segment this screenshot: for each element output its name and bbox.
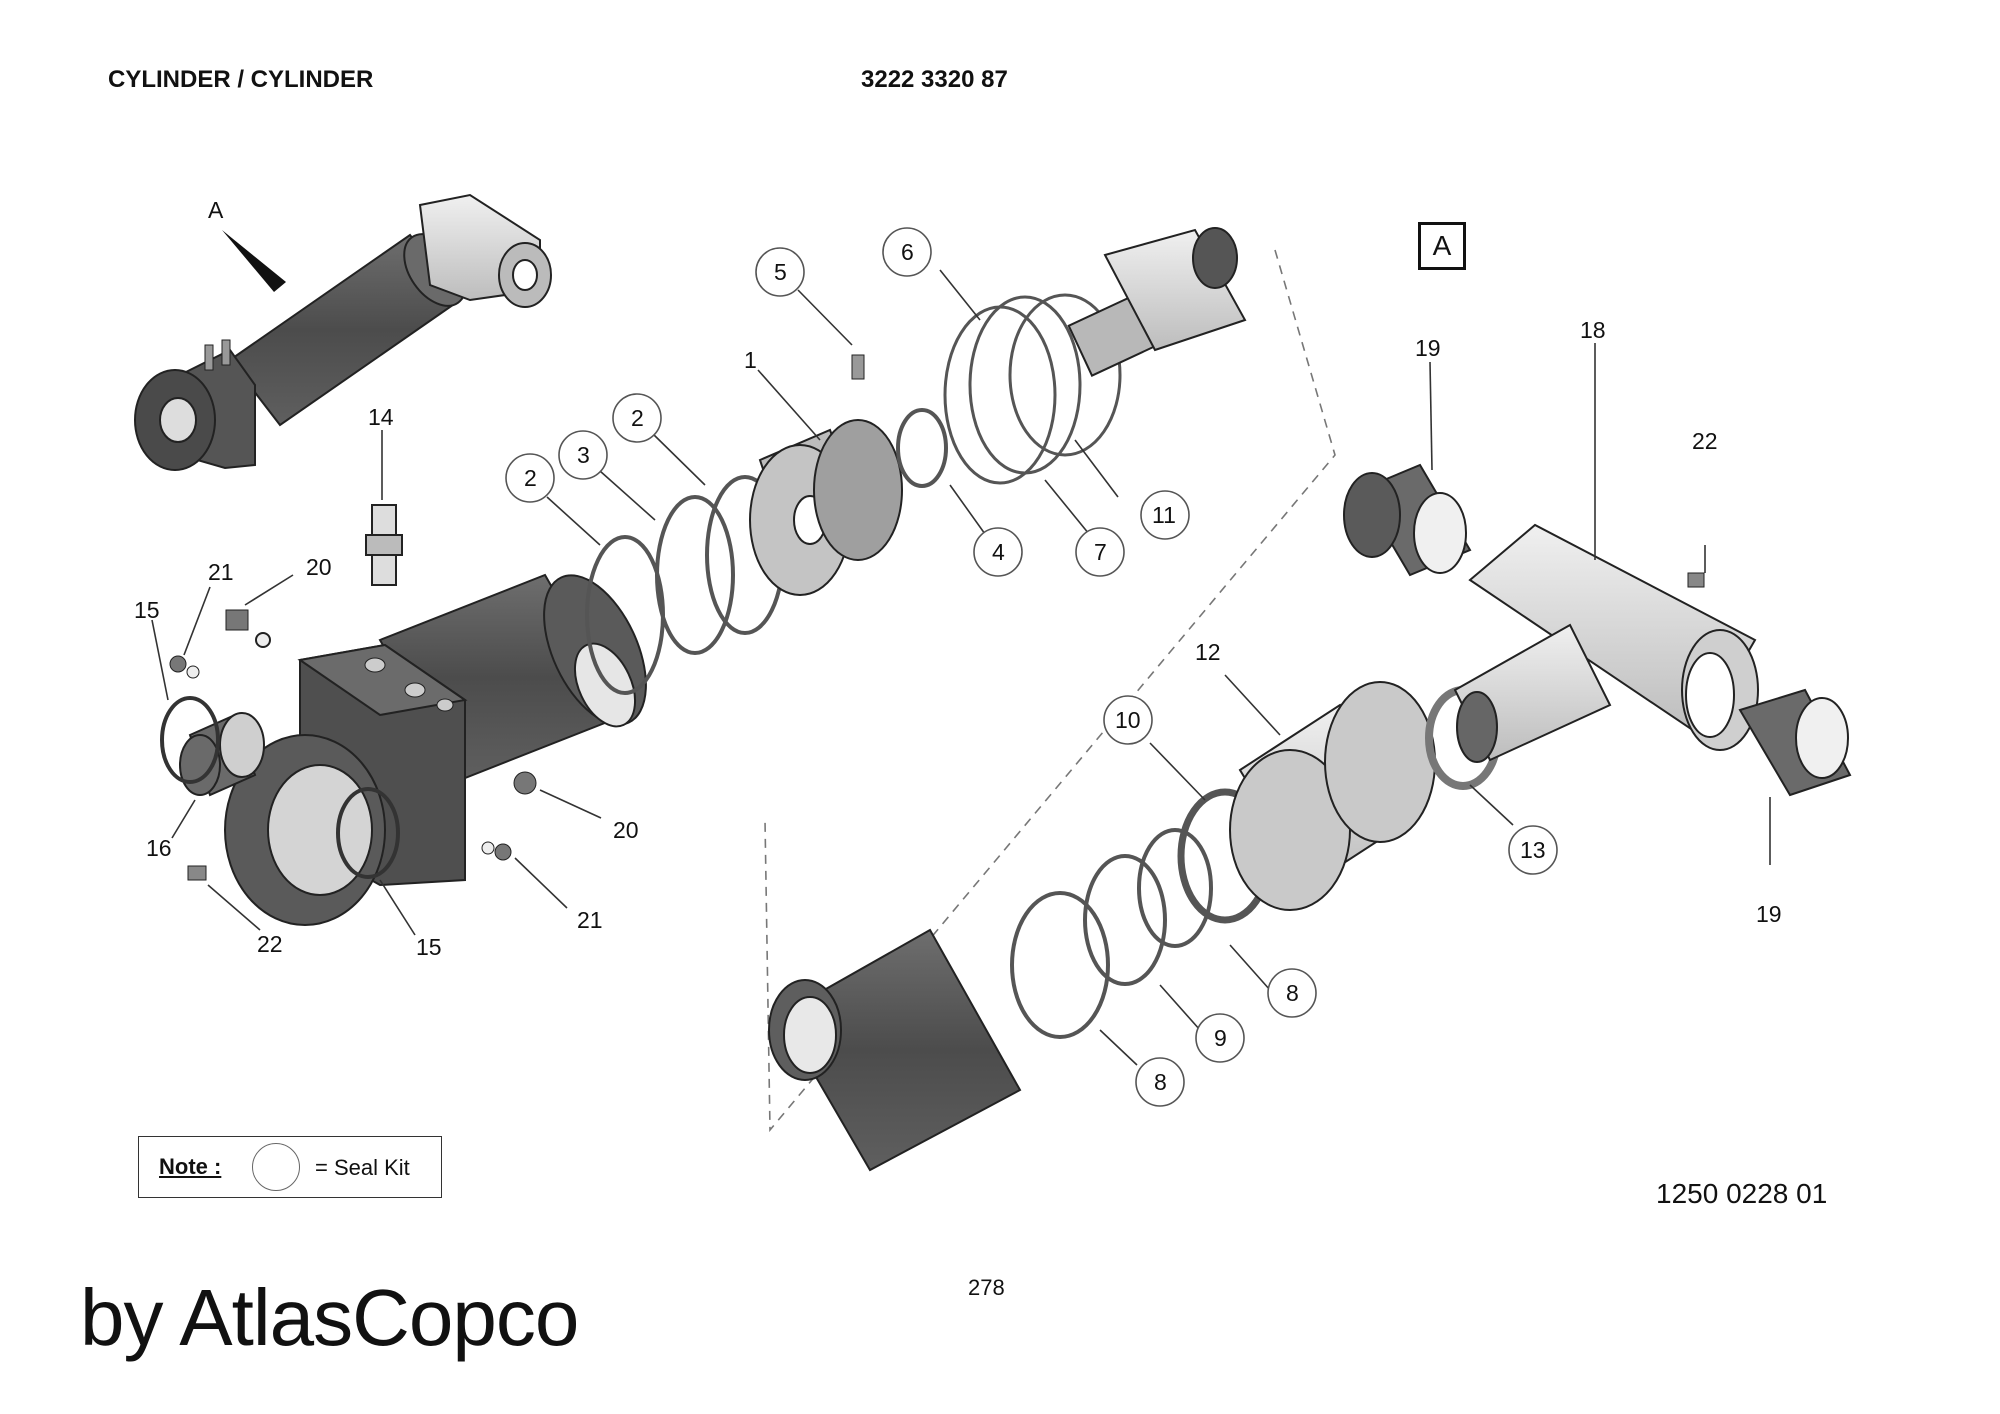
assembled-cylinder — [134, 193, 552, 471]
callout-11: 11 — [1152, 502, 1176, 528]
view-marker-a: A — [208, 197, 224, 223]
callout-1: 1 — [744, 347, 757, 373]
seal-11 — [1008, 293, 1122, 457]
circlip-15-left — [160, 696, 220, 784]
callout-13: 13 — [1520, 837, 1546, 863]
callout-6: 6 — [901, 239, 914, 265]
cylinder-end-block — [224, 643, 468, 926]
callout-15a: 15 — [134, 597, 160, 623]
seal-kit-circle-icon — [252, 1143, 300, 1191]
callout-5: 5 — [774, 259, 787, 285]
plug-20-top — [225, 609, 249, 631]
o-ring-4 — [896, 408, 948, 488]
callout-12: 12 — [1195, 639, 1221, 665]
bushing-19-lower — [1738, 688, 1852, 797]
washer-21-right — [481, 841, 495, 855]
piston-rod-end — [1067, 227, 1247, 377]
seal-washer-20-top — [255, 632, 271, 648]
drawing-number: 1250 0228 01 — [1656, 1178, 1828, 1209]
gland-12 — [1229, 681, 1436, 911]
callout-20b: 20 — [613, 817, 639, 843]
callout-14: 14 — [368, 404, 394, 430]
callout-22a: 22 — [257, 931, 283, 957]
seal-kit-note: Note : = Seal Kit — [138, 1136, 442, 1198]
washer-21-left — [186, 665, 200, 679]
callout-8b: 8 — [1154, 1069, 1167, 1095]
brand-watermark: by AtlasCopco — [80, 1273, 579, 1362]
callout-2b: 2 — [631, 405, 644, 431]
callout-19a: 19 — [1415, 335, 1441, 361]
part-number: 3222 3320 87 — [861, 66, 1008, 93]
grease-nipple-22-right — [1687, 572, 1705, 588]
seal-ring-3 — [655, 495, 735, 655]
callout-10: 10 — [1115, 707, 1141, 733]
plug-20-right — [513, 771, 537, 795]
seal-9 — [1083, 854, 1167, 986]
callout-3: 3 — [577, 442, 590, 468]
set-screw-5 — [851, 354, 865, 380]
guide-ring-6 — [968, 295, 1082, 475]
back-up-ring-7 — [943, 305, 1057, 485]
plug-21-left — [169, 655, 187, 673]
tee-housing-18 — [1453, 523, 1759, 763]
bushing-19-upper — [1343, 463, 1472, 577]
note-text: = Seal Kit — [315, 1155, 410, 1180]
callout-2a: 2 — [524, 465, 537, 491]
o-ring-8-upper — [1137, 828, 1213, 948]
piston-rod — [768, 928, 1022, 1172]
page-number: 278 — [968, 1275, 1005, 1300]
callout-8a: 8 — [1286, 980, 1299, 1006]
callout-20a: 20 — [306, 554, 332, 580]
callout-21a: 21 — [208, 559, 234, 585]
view-arrow-a — [222, 230, 286, 292]
seal-kit-circles — [505, 227, 1558, 1107]
check-valve-14 — [365, 504, 403, 586]
dashed-guide — [764, 249, 1336, 1133]
detail-marker-a: A — [1418, 222, 1466, 270]
leader-lines — [151, 269, 1771, 1066]
callout-16: 16 — [146, 835, 172, 861]
circlip-15-right — [336, 787, 400, 879]
plug-21-right — [494, 843, 512, 861]
callout-7: 7 — [1094, 539, 1107, 565]
callout-15b: 15 — [416, 934, 442, 960]
callout-19b: 19 — [1756, 901, 1782, 927]
callout-4: 4 — [992, 539, 1005, 565]
page-title: CYLINDER / CYLINDER — [108, 66, 374, 93]
callout-18: 18 — [1580, 317, 1606, 343]
grease-nipple-22-left — [187, 865, 207, 881]
callout-9: 9 — [1214, 1025, 1227, 1051]
wiper-8-lower — [1010, 891, 1110, 1039]
note-label: Note : — [159, 1154, 222, 1179]
callout-21b: 21 — [577, 907, 603, 933]
piston-1 — [749, 419, 903, 596]
callout-22b: 22 — [1692, 428, 1718, 454]
